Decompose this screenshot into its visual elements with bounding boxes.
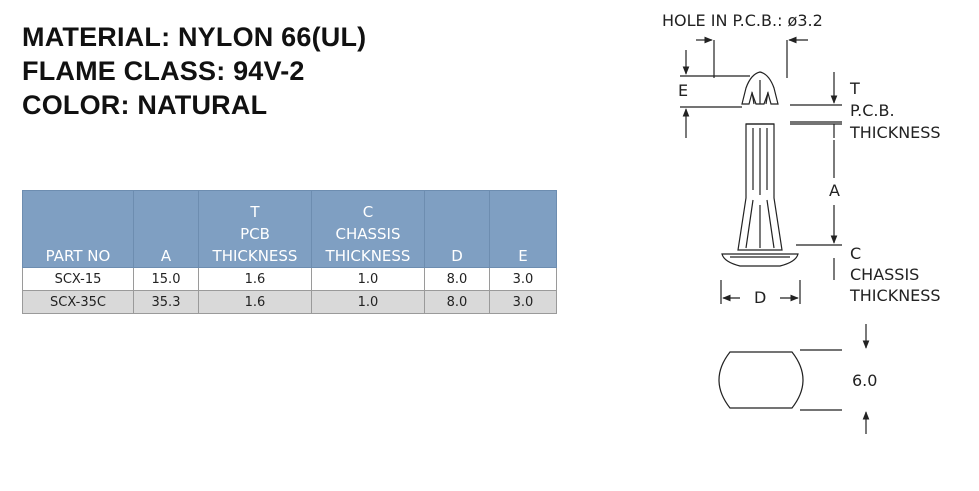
chassis-label: CHASSIS bbox=[850, 265, 919, 284]
flame-class-spec: FLAME CLASS: 94V-2 bbox=[22, 56, 305, 86]
chassis-thickness-label: THICKNESS bbox=[849, 286, 941, 305]
cell-c: 1.0 bbox=[311, 267, 425, 291]
c-label: C bbox=[850, 244, 861, 263]
cell-e: 3.0 bbox=[489, 267, 557, 291]
pcb-thickness-label: THICKNESS bbox=[849, 123, 941, 142]
a-label: A bbox=[829, 181, 840, 200]
header-d: D bbox=[424, 190, 490, 268]
cell-part-no: SCX-35C bbox=[22, 290, 134, 314]
header-e: E bbox=[489, 190, 557, 268]
header-a: A bbox=[133, 190, 199, 268]
spec-block: MATERIAL: NYLON 66(UL) FLAME CLASS: 94V-… bbox=[22, 20, 366, 122]
cell-part-no: SCX-15 bbox=[22, 267, 134, 291]
cell-a: 15.0 bbox=[133, 267, 199, 291]
t-label: T bbox=[849, 79, 860, 98]
cell-e: 3.0 bbox=[489, 290, 557, 314]
cell-d: 8.0 bbox=[424, 290, 490, 314]
dim-6-label: 6.0 bbox=[852, 371, 877, 390]
table-row: SCX-35C 35.3 1.6 1.0 8.0 3.0 bbox=[22, 290, 557, 314]
material-spec: MATERIAL: NYLON 66(UL) bbox=[22, 22, 367, 52]
rivet-dimension-drawing: HOLE IN P.C.B.: ø3.2 E T P.C.B. THICKNES… bbox=[662, 11, 941, 434]
cell-d: 8.0 bbox=[424, 267, 490, 291]
e-label: E bbox=[678, 81, 688, 100]
d-label: D bbox=[754, 288, 766, 307]
color-spec: COLOR: NATURAL bbox=[22, 90, 268, 120]
hole-label: HOLE IN P.C.B.: ø3.2 bbox=[662, 11, 823, 30]
cell-t: 1.6 bbox=[198, 290, 312, 314]
cell-a: 35.3 bbox=[133, 290, 199, 314]
pcb-label: P.C.B. bbox=[850, 101, 895, 120]
cell-t: 1.6 bbox=[198, 267, 312, 291]
cell-c: 1.0 bbox=[311, 290, 425, 314]
table-row: SCX-15 15.0 1.6 1.0 8.0 3.0 bbox=[22, 267, 557, 291]
header-part-no: PART NO bbox=[22, 190, 134, 268]
